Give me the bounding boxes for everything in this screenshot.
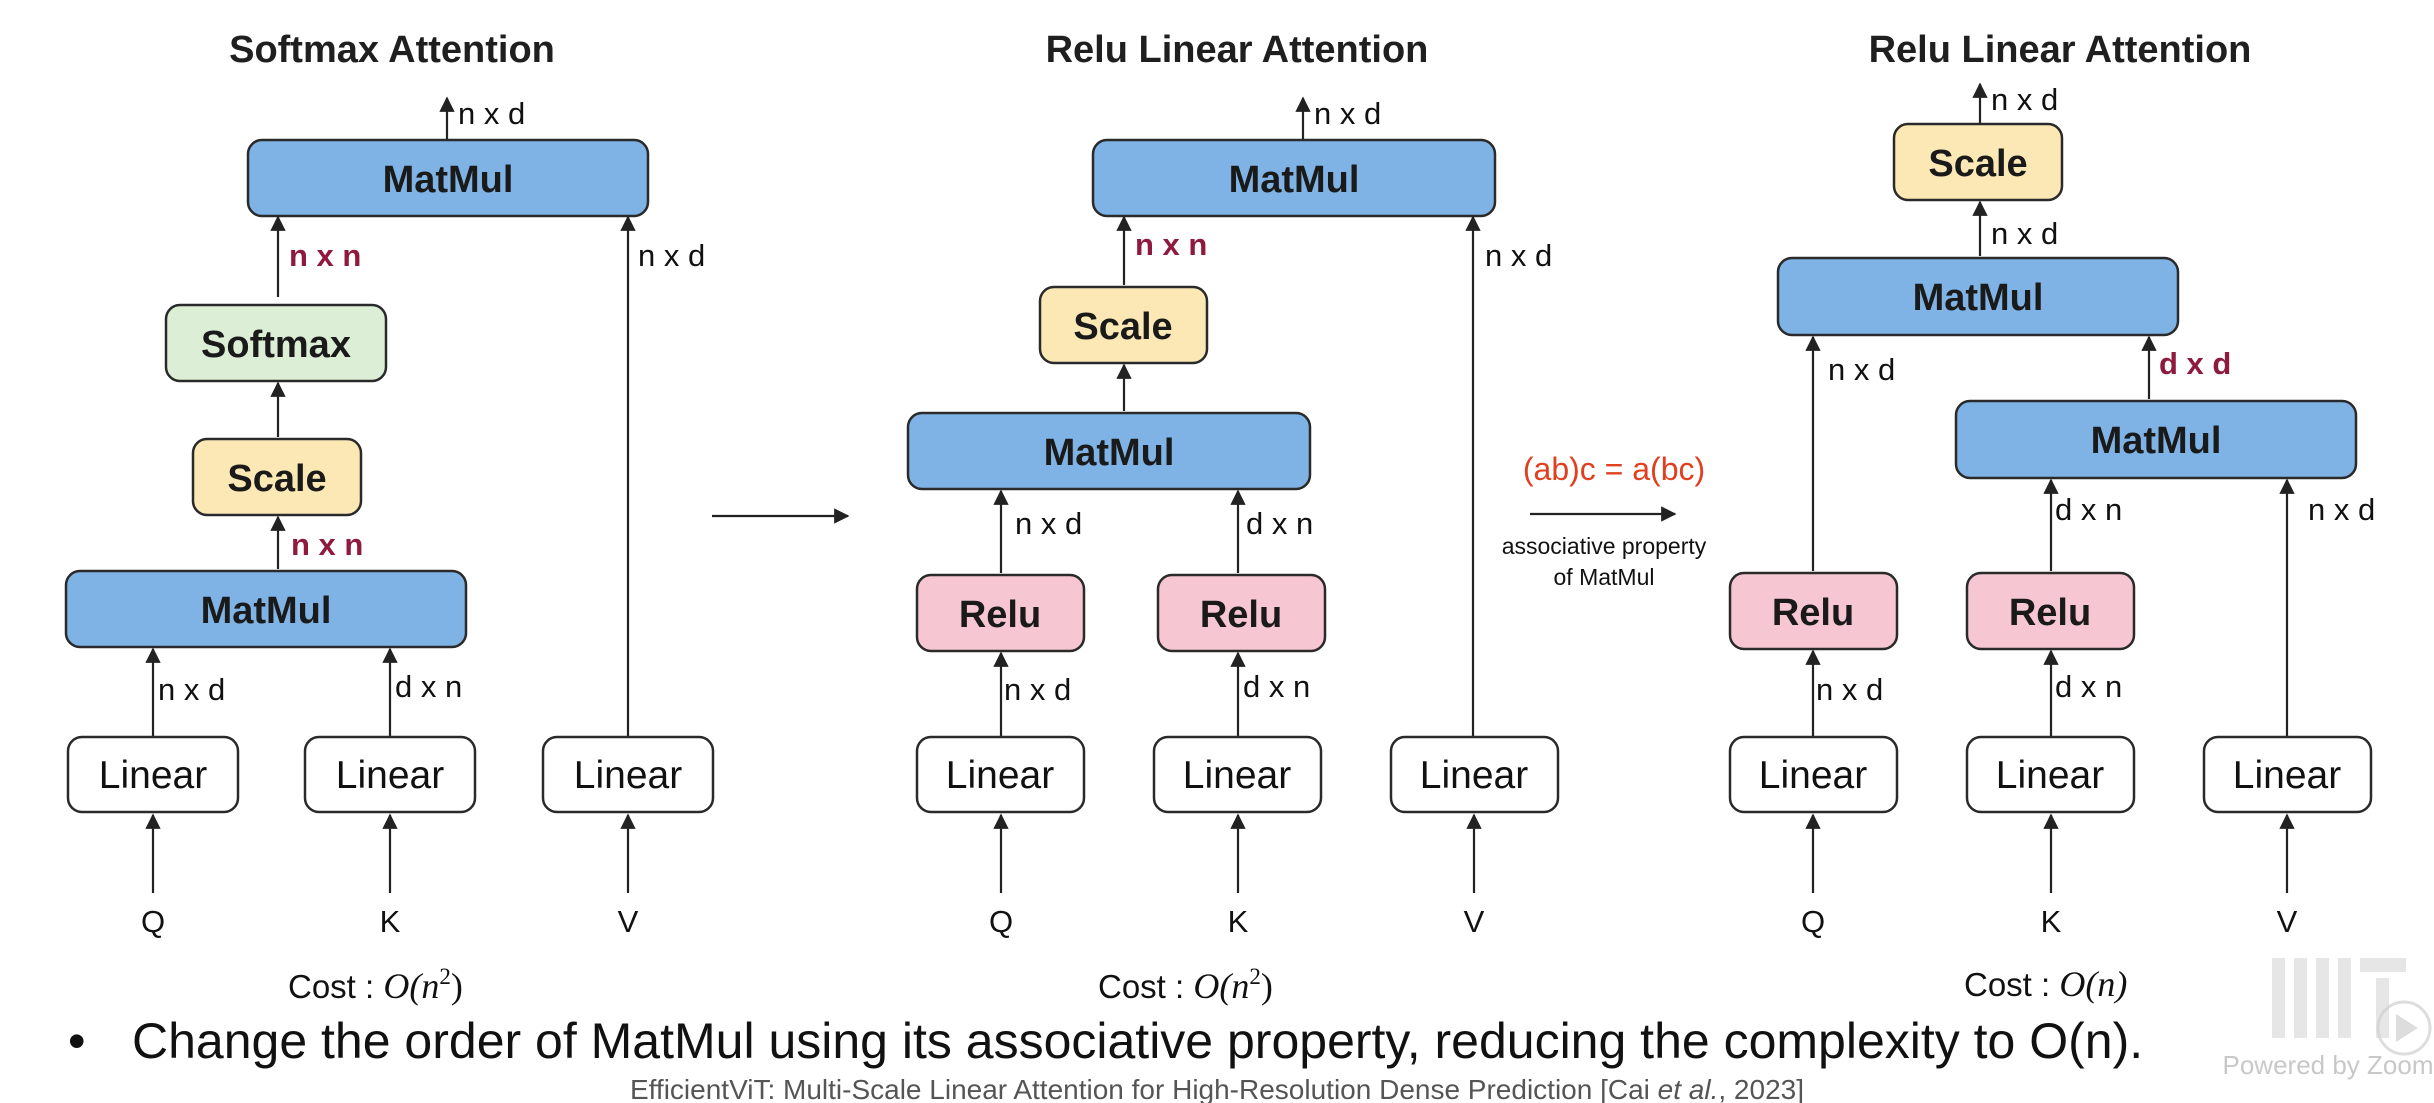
linear-q-to-relu-dim: n x d <box>1004 672 1071 707</box>
input-q-label: Q <box>1801 904 1825 939</box>
matmul-bottom-box: MatMul <box>906 411 1312 491</box>
matmul-bottom-label: MatMul <box>1044 432 1175 474</box>
relu-q-to-matmul-dim: n x d <box>1015 506 1082 541</box>
scale-label: Scale <box>1073 306 1172 348</box>
relu-k-box: Relu <box>1156 573 1327 653</box>
matmul-to-scale-dim: n x n <box>291 527 363 562</box>
panel-relu-linear-attention-linear: Relu Linear Attention n x d Scale n x d … <box>1728 29 2375 1004</box>
relu-q-label: Relu <box>1772 592 1854 634</box>
input-k-label: K <box>1228 904 1249 939</box>
associative-note-line2: of MatMul <box>1554 564 1655 590</box>
softmax-box: Softmax <box>164 303 388 383</box>
v-to-matmul-dim: n x d <box>1485 238 1552 273</box>
linear-k-box: Linear <box>1965 735 2136 814</box>
relu-k-to-matmul-dim: d x n <box>1246 506 1313 541</box>
zoom-play-icon <box>2376 1000 2432 1056</box>
linear-k-box: Linear <box>1152 735 1323 814</box>
relu-q-box: Relu <box>1728 571 1899 651</box>
scale-label: Scale <box>1928 143 2027 185</box>
scale-box: Scale <box>1892 122 2064 202</box>
linear-v-box: Linear <box>2202 735 2373 814</box>
linear-q-box: Linear <box>1728 735 1899 814</box>
linear-q-to-relu-dim: n x d <box>1816 672 1883 707</box>
zoom-watermark: Powered by Zoom <box>2223 1050 2434 1080</box>
matmul-top-label: MatMul <box>1913 277 2044 319</box>
input-v-label: V <box>618 904 639 939</box>
linear-k-label: Linear <box>1996 754 2104 797</box>
matmul-bottom-box: MatMul <box>1954 399 2358 480</box>
matmul-bottom-box: MatMul <box>64 569 468 649</box>
linear-q-box: Linear <box>915 735 1086 814</box>
scale-box: Scale <box>191 437 363 517</box>
cost-label: Cost : O(n2) <box>288 964 463 1006</box>
q-to-matmul-dim: n x d <box>158 672 225 707</box>
output-dim-label: n x d <box>1314 96 1381 131</box>
output-dim-label: n x d <box>1991 82 2058 117</box>
linear-v-box: Linear <box>1389 735 1560 814</box>
softmax-label: Softmax <box>201 324 351 366</box>
panel-relu-linear-attention-quadratic: Relu Linear Attention n x d MatMul n x n… <box>906 29 1560 1006</box>
input-v-label: V <box>2277 904 2298 939</box>
input-k-label: K <box>380 904 401 939</box>
scale-box: Scale <box>1038 285 1209 365</box>
matmul-to-scale-dim: n x d <box>1991 216 2058 251</box>
mit-logo-watermark <box>2272 958 2406 1038</box>
linear-k-to-relu-dim: d x n <box>2055 669 2122 704</box>
panel-title: Softmax Attention <box>229 29 555 71</box>
linear-k-label: Linear <box>336 754 444 797</box>
softmax-to-matmul-dim: n x n <box>289 238 361 273</box>
relu-k-label: Relu <box>2009 592 2091 634</box>
relu-k-to-matmul-dim: d x n <box>2055 492 2122 527</box>
linear-v-label: Linear <box>574 754 682 797</box>
input-k-label: K <box>2041 904 2062 939</box>
matmul-top-box: MatMul <box>1091 138 1497 218</box>
panel-title: Relu Linear Attention <box>1869 29 2252 71</box>
associative-property-annotation: (ab)c = a(bc) associative property of Ma… <box>1502 451 1707 590</box>
scale-to-matmul-dim: n x n <box>1135 227 1207 262</box>
linear-k-label: Linear <box>1183 754 1291 797</box>
cost-label: Cost : O(n) <box>1964 964 2127 1004</box>
panel-title: Relu Linear Attention <box>1046 29 1429 71</box>
v-to-matmul-dim: n x d <box>638 238 705 273</box>
associative-note-line1: associative property <box>1502 533 1707 559</box>
cost-label: Cost : O(n2) <box>1098 964 1273 1006</box>
k-to-matmul-dim: d x n <box>395 669 462 704</box>
linear-k-to-relu-dim: d x n <box>1243 669 1310 704</box>
linear-q-label: Linear <box>946 754 1054 797</box>
relu-q-box: Relu <box>915 573 1086 653</box>
input-v-label: V <box>1464 904 1485 939</box>
v-to-matmul-dim: n x d <box>2308 492 2375 527</box>
relu-q-label: Relu <box>959 594 1041 636</box>
panel-softmax-attention: Softmax Attention n x d MatMul n x n n x… <box>64 29 715 1006</box>
linear-q-box: Linear <box>66 735 240 814</box>
bullet-text: Change the order of MatMul using its ass… <box>132 1013 2143 1069</box>
citation: EfficientViT: Multi-Scale Linear Attenti… <box>630 1074 1804 1103</box>
relu-k-label: Relu <box>1200 594 1282 636</box>
linear-v-label: Linear <box>2233 754 2341 797</box>
matmul-bottom-to-top-dim: d x d <box>2159 346 2231 381</box>
matmul-bottom-label: MatMul <box>201 590 332 632</box>
matmul-top-box: MatMul <box>1776 256 2180 337</box>
matmul-top-label: MatMul <box>1229 159 1360 201</box>
linear-q-label: Linear <box>99 754 207 797</box>
linear-q-label: Linear <box>1759 754 1867 797</box>
matmul-top-box: MatMul <box>246 138 650 218</box>
output-dim-label: n x d <box>458 96 525 131</box>
linear-k-box: Linear <box>303 735 477 814</box>
associative-equation: (ab)c = a(bc) <box>1523 451 1705 487</box>
input-q-label: Q <box>989 904 1013 939</box>
bullet-symbol: • <box>68 1013 86 1069</box>
relu-k-box: Relu <box>1965 571 2136 651</box>
scale-label: Scale <box>227 458 326 500</box>
relu-q-to-matmul-dim: n x d <box>1828 352 1895 387</box>
input-q-label: Q <box>141 904 165 939</box>
matmul-bottom-label: MatMul <box>2091 420 2222 462</box>
linear-v-box: Linear <box>541 735 715 814</box>
matmul-top-label: MatMul <box>383 159 514 201</box>
linear-v-label: Linear <box>1420 754 1528 797</box>
